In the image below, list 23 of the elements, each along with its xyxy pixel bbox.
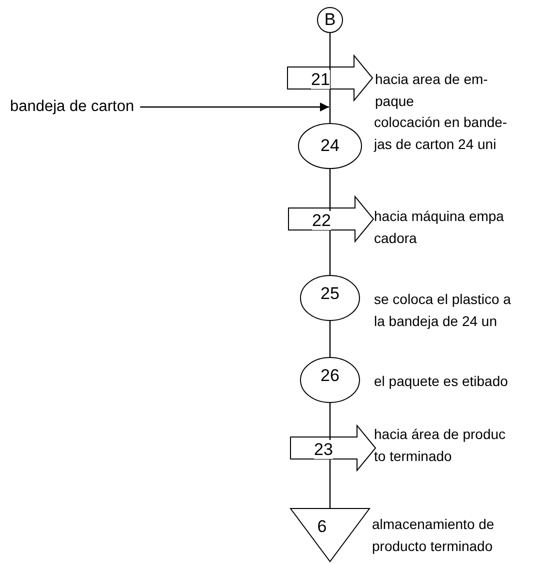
step-number: 23 — [314, 440, 333, 459]
step-number: 22 — [312, 211, 331, 230]
flow-line — [329, 33, 331, 55]
step-number: 26 — [320, 366, 340, 385]
arrow — [140, 102, 329, 112]
step-description: se coloca el plastico a la bandeja de 24 un — [374, 290, 512, 331]
step-number: B — [324, 10, 336, 29]
flow-line — [329, 403, 331, 425]
flow-line — [329, 242, 331, 275]
step-description: hacia máquina empa cadora — [374, 207, 505, 248]
step-number: 21 — [311, 70, 330, 89]
step-description: almacenamiento de producto terminado — [372, 515, 496, 556]
flow-line — [329, 169, 331, 196]
step-number: 24 — [320, 136, 340, 155]
flow-line — [329, 321, 331, 357]
step-number: 25 — [320, 284, 340, 303]
input-label: bandeja de carton — [10, 97, 134, 117]
step-description: el paquete es etibado — [374, 372, 509, 391]
flow-line — [329, 471, 331, 508]
step-description: colocación en bande- jas de carton 24 uni — [374, 113, 508, 154]
flow-line — [329, 101, 331, 123]
step-description: hacia área de produc to terminado — [374, 425, 507, 466]
step-number: 6 — [317, 517, 327, 536]
